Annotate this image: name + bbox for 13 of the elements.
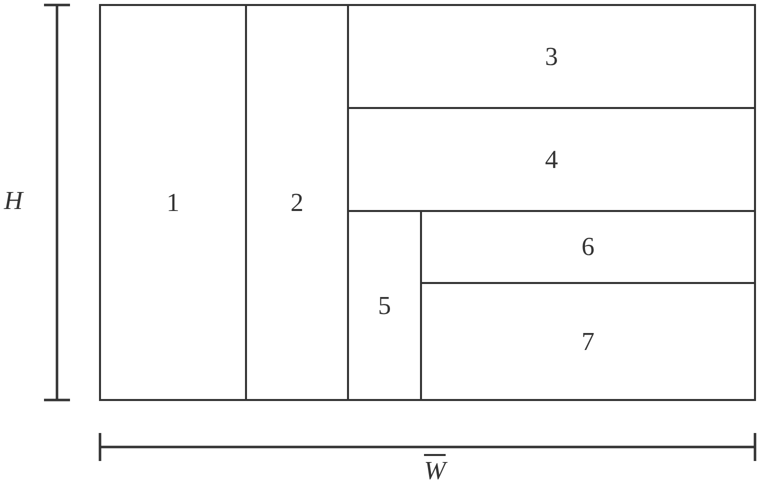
region-number: 5 bbox=[378, 292, 391, 318]
region-box bbox=[420, 282, 756, 401]
dimension-label: W bbox=[424, 458, 446, 484]
region-number: 4 bbox=[545, 146, 558, 172]
region-number: 6 bbox=[582, 234, 594, 260]
region-number: 1 bbox=[166, 190, 180, 216]
region-number: 3 bbox=[545, 44, 558, 70]
region-box bbox=[347, 4, 756, 109]
region-number: 2 bbox=[290, 190, 304, 216]
region-box bbox=[245, 4, 349, 401]
dimension-label: H bbox=[4, 188, 23, 214]
region-number: 7 bbox=[582, 328, 594, 354]
region-box bbox=[99, 4, 247, 401]
